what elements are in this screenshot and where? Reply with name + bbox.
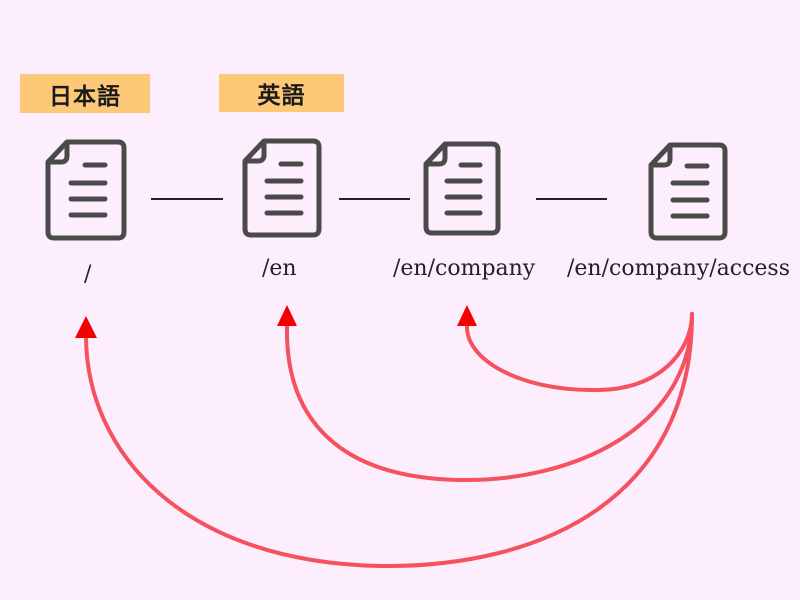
arrowheads <box>75 305 477 338</box>
japanese-language-badge: 日本語 <box>20 74 150 113</box>
back-link-arrows <box>84 312 694 569</box>
path-label-en: /en <box>262 256 297 281</box>
document-icon <box>648 142 728 241</box>
arrow-to-root <box>84 312 694 569</box>
document-icon <box>242 138 322 238</box>
document-icon <box>423 141 501 236</box>
path-label-root: / <box>84 262 92 287</box>
english-language-badge: 英語 <box>219 74 344 112</box>
arrowhead-root <box>75 316 97 338</box>
path-label-company: /en/company <box>393 256 536 281</box>
arrowhead-company <box>457 305 477 326</box>
arrowhead-en <box>277 305 297 326</box>
document-icon <box>45 139 127 241</box>
path-label-company-access: /en/company/access <box>567 256 791 281</box>
arrow-to-company <box>464 312 694 393</box>
arrow-to-en <box>284 312 694 483</box>
